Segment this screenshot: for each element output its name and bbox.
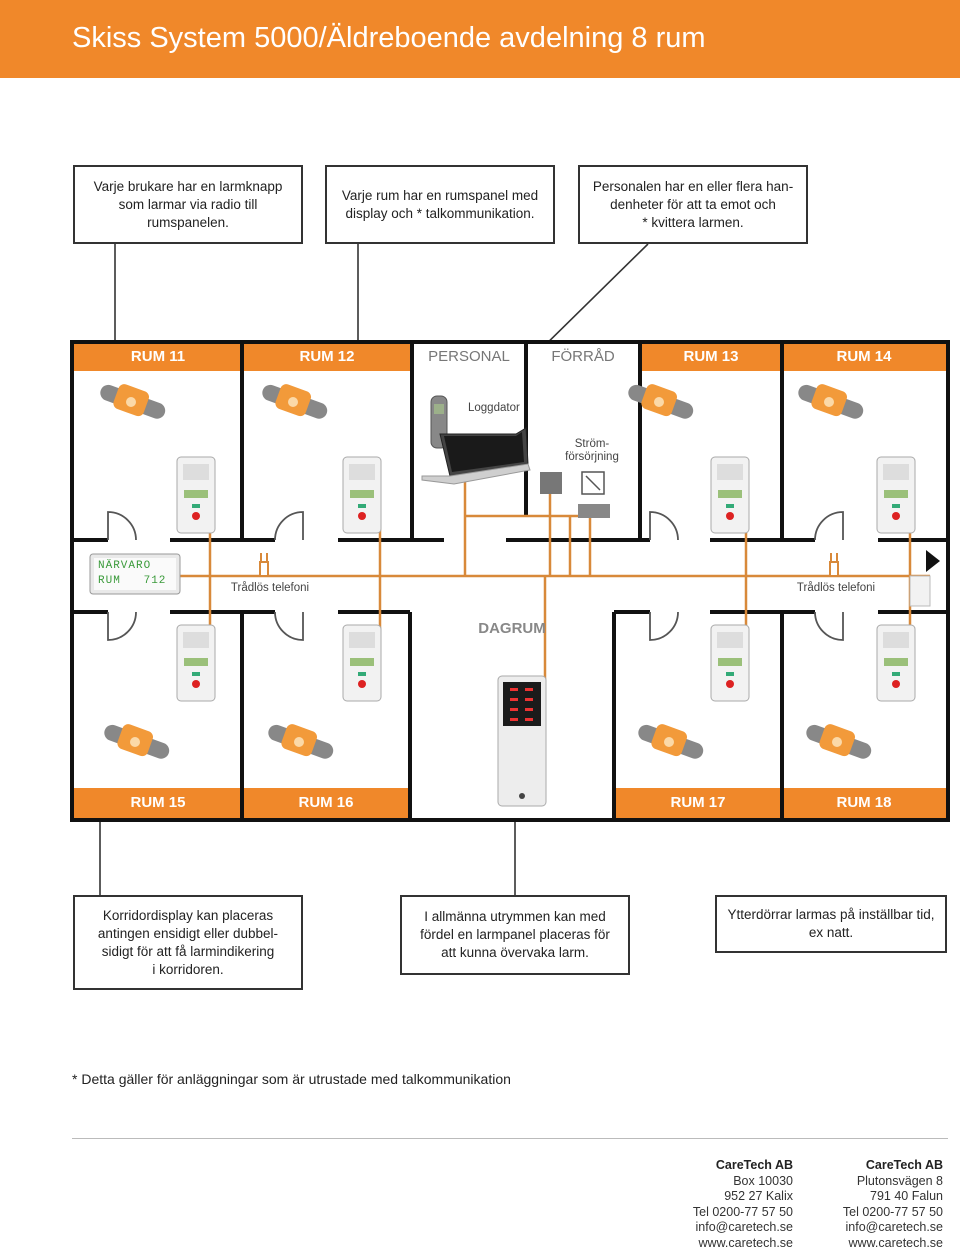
address-line: Box 10030	[640, 1174, 793, 1190]
room-label-rum-12: RUM 12	[242, 348, 412, 365]
callout-handsets: Personalen har en eller flera han- denhe…	[578, 165, 808, 244]
callout-corridor-display: Korridordisplay kan placeras antingen en…	[73, 895, 303, 990]
footnote: * Detta gäller för anläggningar som är u…	[72, 1071, 511, 1087]
alarm-button-icon	[266, 720, 336, 768]
room-label-rum-13: RUM 13	[640, 348, 782, 365]
website-link[interactable]: www.caretech.se	[800, 1236, 943, 1251]
phone-line: Tel 0200-77 57 50	[800, 1205, 943, 1221]
address-kalix: CareTech AB Box 10030 952 27 Kalix Tel 0…	[640, 1158, 793, 1251]
email-link[interactable]: info@caretech.se	[800, 1220, 943, 1236]
company-name: CareTech AB	[640, 1158, 793, 1174]
header-bar: Skiss System 5000/Äldreboende avdelning …	[0, 0, 960, 78]
alarm-button-icon	[260, 380, 330, 428]
address-falun: CareTech AB Plutonsvägen 8 791 40 Falun …	[800, 1158, 943, 1251]
alarm-button-icon	[796, 380, 866, 428]
room-label-rum-16: RUM 16	[242, 794, 410, 811]
address-line: 952 27 Kalix	[640, 1189, 793, 1205]
label-loggdator: Loggdator	[468, 402, 520, 414]
floor-plan: RUM 11 RUM 12 PERSONAL FÖRRÅD RUM 13 RUM…	[70, 340, 950, 822]
alarm-button-icon	[98, 380, 168, 428]
room-label-rum-15: RUM 15	[74, 794, 242, 811]
label-tradlos-telefoni-left: Trådlös telefoni	[220, 582, 320, 594]
company-name: CareTech AB	[800, 1158, 943, 1174]
alarm-button-icon	[626, 380, 696, 428]
label-tradlos-telefoni-right: Trådlös telefoni	[786, 582, 886, 594]
room-panel-icon	[176, 624, 216, 702]
room-panel-icon	[876, 624, 916, 702]
room-panel-icon	[876, 456, 916, 534]
email-link[interactable]: info@caretech.se	[640, 1220, 793, 1236]
page-title: Skiss System 5000/Äldreboende avdelning …	[72, 22, 706, 55]
callout-alarm-button: Varje brukare har en larmknapp som larma…	[73, 165, 303, 244]
address-line: 791 40 Falun	[800, 1189, 943, 1205]
room-label-personal: PERSONAL	[412, 348, 526, 365]
corridor-display-line-2: RUM 712	[98, 575, 166, 587]
room-label-rum-17: RUM 17	[614, 794, 782, 811]
room-label-rum-14: RUM 14	[782, 348, 946, 365]
callout-outer-doors: Ytterdörrar larmas på inställbar tid, ex…	[715, 895, 947, 953]
alarm-button-icon	[804, 720, 874, 768]
label-stromforsorjning: Ström- försörjning	[562, 438, 622, 464]
room-panel-icon	[342, 624, 382, 702]
room-panel-icon	[342, 456, 382, 534]
callout-alarm-panel: I allmänna utrymmen kan med fördel en la…	[400, 895, 630, 975]
website-link[interactable]: www.caretech.se	[640, 1236, 793, 1251]
phone-line: Tel 0200-77 57 50	[640, 1205, 793, 1221]
label-dagrum: DAGRUM	[450, 620, 574, 637]
callout-room-panel: Varje rum har en rumspanel med display o…	[325, 165, 555, 244]
room-label-rum-18: RUM 18	[782, 794, 946, 811]
room-panel-icon	[710, 624, 750, 702]
address-line: Plutonsvägen 8	[800, 1174, 943, 1190]
alarm-button-icon	[102, 720, 172, 768]
alarm-button-icon	[636, 720, 706, 768]
corridor-display-line-1: NÄRVARO	[98, 560, 151, 572]
room-label-forrad: FÖRRÅD	[526, 348, 640, 365]
footer-divider	[72, 1138, 948, 1139]
room-panel-icon	[176, 456, 216, 534]
room-label-rum-11: RUM 11	[74, 348, 242, 365]
room-panel-icon	[710, 456, 750, 534]
